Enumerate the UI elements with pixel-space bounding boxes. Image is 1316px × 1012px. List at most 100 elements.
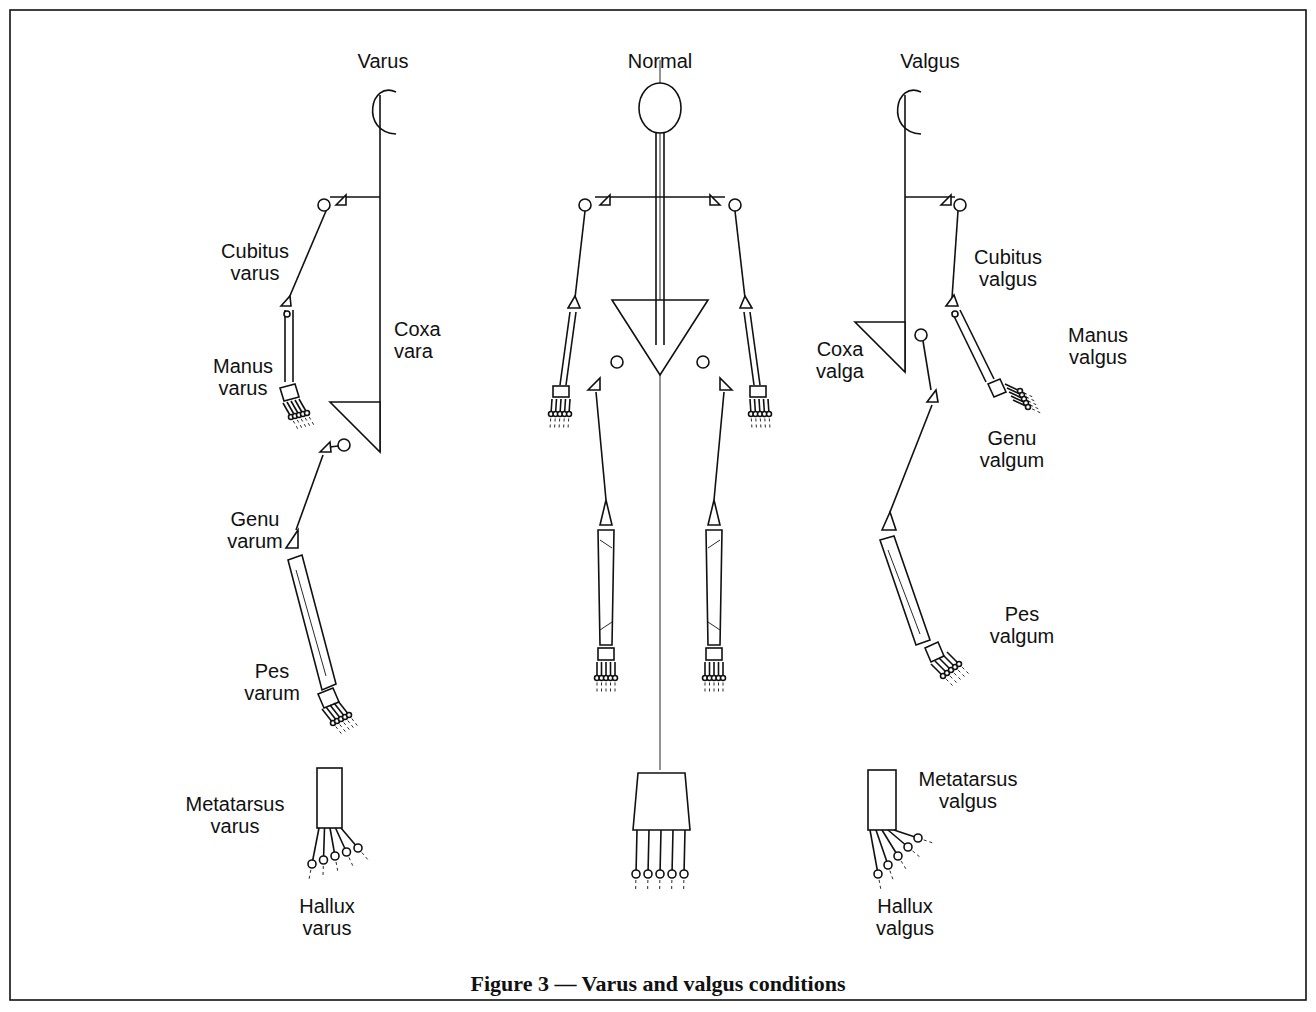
skeleton-stroke	[927, 390, 938, 402]
skeleton-stroke	[379, 95, 381, 452]
digit-strokes	[283, 384, 1041, 892]
skeleton-stroke	[914, 834, 922, 842]
skeleton-stroke	[706, 648, 722, 660]
skeleton-stroke	[320, 856, 328, 864]
skeleton-stroke	[868, 770, 896, 830]
valgus-figure	[855, 90, 1006, 662]
condition-label: Manus varus	[213, 355, 273, 399]
condition-label: Manus valgus	[1068, 324, 1128, 368]
skeleton-stroke	[755, 418, 757, 428]
skeleton-stroke	[373, 90, 396, 134]
skeleton-stroke	[598, 648, 614, 660]
skeleton-stroke	[344, 723, 350, 731]
skeleton-stroke	[323, 866, 324, 876]
skeleton-stroke	[705, 683, 706, 693]
skeleton-stroke	[575, 211, 585, 298]
skeleton-stroke	[750, 312, 760, 385]
skeleton-stroke	[293, 421, 298, 430]
skeleton-stroke	[740, 296, 752, 308]
condition-label: Metatarsus varus	[186, 793, 285, 837]
figure-border	[10, 10, 1306, 1000]
condition-label: Varus	[358, 50, 409, 72]
skeleton-stroke	[639, 83, 681, 133]
condition-label: Genu valgum	[980, 427, 1044, 471]
skeleton-stroke	[769, 418, 771, 428]
skeleton-stroke	[597, 683, 598, 693]
skeleton-stroke	[579, 199, 591, 211]
skeleton-stroke	[729, 199, 741, 211]
skeleton-stroke	[663, 133, 665, 345]
skeleton-stroke	[950, 676, 957, 683]
skeleton-stroke	[659, 880, 660, 892]
skeleton-stroke	[317, 768, 342, 828]
skeleton-stroke	[320, 442, 331, 452]
skeleton-stroke	[913, 851, 921, 857]
skeleton-stroke	[750, 386, 766, 397]
skeleton-stroke	[954, 199, 966, 211]
skeleton-stroke	[767, 412, 772, 417]
skeleton-stroke	[720, 378, 732, 390]
skeleton-stroke	[297, 420, 302, 429]
skeleton-stroke	[952, 312, 986, 382]
condition-label: Normal	[628, 50, 692, 72]
skeleton-stroke	[612, 300, 708, 375]
skeleton-stroke	[925, 642, 944, 662]
skeleton-stroke	[292, 310, 294, 382]
skeleton-stroke	[954, 673, 961, 680]
normal-figure	[553, 83, 766, 660]
skeleton-stroke	[340, 725, 346, 733]
skeleton-stroke	[566, 312, 576, 385]
skeleton-stroke	[958, 670, 965, 677]
skeleton-stroke	[568, 418, 570, 428]
skeleton-stroke	[660, 60, 661, 770]
skeleton-stroke	[600, 540, 612, 548]
skeleton-stroke	[764, 418, 766, 428]
skeleton-stroke	[281, 296, 291, 306]
skeleton-stroke	[308, 860, 316, 868]
skeleton-stroke	[309, 870, 311, 880]
skeleton-stroke	[884, 861, 892, 869]
skeleton-stroke	[338, 439, 350, 451]
skeleton-stroke	[336, 727, 342, 735]
skeleton-stroke	[1030, 405, 1039, 409]
figure-caption: Figure 3 — Varus and valgus conditions	[0, 972, 1316, 996]
skeleton-stroke	[880, 536, 930, 645]
skeleton-stroke	[615, 683, 616, 693]
skeleton-stroke	[888, 550, 920, 634]
skeleton-stroke	[668, 870, 676, 878]
skeleton-stroke	[349, 857, 353, 866]
skeleton-stroke	[735, 211, 745, 298]
skeleton-stroke	[721, 676, 726, 681]
skeleton-stroke	[296, 455, 323, 530]
skeleton-stroke	[904, 843, 912, 851]
skeleton-stroke	[1032, 409, 1041, 413]
skeleton-stroke	[924, 840, 933, 843]
skeleton-stroke	[611, 356, 623, 368]
skeleton-stroke	[760, 418, 762, 428]
skeleton-stroke	[708, 500, 720, 525]
skeleton-stroke	[671, 880, 672, 892]
skeleton-stroke	[560, 312, 570, 385]
skeleton-stroke	[595, 196, 725, 198]
skeleton-stroke	[305, 411, 310, 416]
condition-label: Cubitus varus	[221, 240, 289, 284]
skeleton-stroke	[988, 379, 1006, 397]
skeleton-stroke	[952, 311, 958, 317]
skeleton-stroke	[600, 195, 610, 205]
skeleton-stroke	[952, 211, 958, 298]
skeleton-stroke	[633, 773, 690, 830]
skeleton-stroke	[672, 830, 673, 874]
skeleton-stroke	[330, 402, 380, 452]
skeleton-stroke	[708, 540, 720, 548]
skeleton-stroke	[876, 830, 888, 865]
skeleton-stroke	[709, 683, 710, 693]
condition-label: Hallux valgus	[876, 895, 934, 939]
skeleton-stroke	[946, 679, 953, 686]
skeleton-stroke	[648, 830, 649, 874]
skeleton-stroke	[962, 667, 969, 674]
skeleton-stroke	[870, 830, 878, 874]
skeleton-stroke	[882, 512, 896, 530]
condition-label: Hallux varus	[299, 895, 355, 939]
skeleton-stroke	[324, 828, 325, 860]
